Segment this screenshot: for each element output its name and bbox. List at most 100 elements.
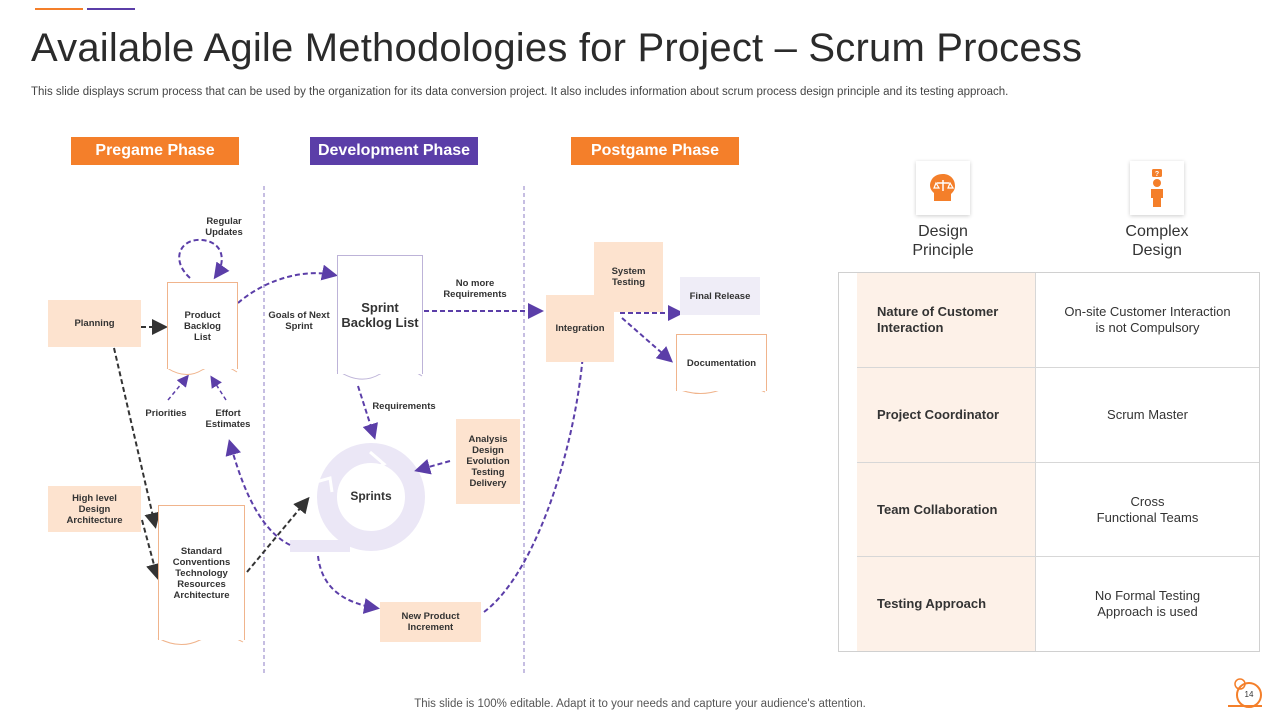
st-line-1: System: [611, 266, 646, 277]
r1-value-2: is not Compulsory: [1095, 320, 1200, 335]
r2-label-1: Project Coordinator: [877, 407, 1000, 422]
r4-value-1: No Formal Testing: [1094, 588, 1201, 603]
final-release-label: Final Release: [689, 290, 751, 302]
sc-line-3: Technology: [175, 567, 228, 579]
r3-value-1: Cross: [1130, 494, 1165, 509]
hl-line-2: Design: [78, 503, 111, 515]
r4-label-1: Testing Approach: [877, 596, 987, 611]
row-label-team-collaboration: Team Collaboration: [857, 463, 1035, 557]
arrow-integration-documentation: [621, 317, 674, 363]
cd-line-2: Design: [1132, 242, 1182, 259]
sprint-cycle-ring: [290, 443, 425, 552]
svg-text:?: ?: [1155, 171, 1159, 178]
design-principle-icon-box: [916, 161, 970, 215]
row-divider: [857, 556, 1259, 557]
ee-line-1: Effort: [215, 408, 241, 419]
postgame-phase-header: Postgame Phase: [571, 137, 739, 165]
ru-line-1: Regular: [206, 216, 242, 227]
r4-value-2: Approach is used: [1097, 604, 1198, 619]
sb-line-2: Backlog List: [341, 315, 419, 330]
nmr-line-1: No more: [455, 278, 495, 289]
npi-line-2: Increment: [407, 622, 454, 633]
sc-line-5: Architecture: [173, 589, 230, 601]
sb-line-1: Sprint: [361, 300, 399, 315]
arrow-sprints-to-increment: [317, 555, 380, 614]
ad-line-4: Testing: [471, 467, 505, 478]
arrow-sprints-to-effort: [225, 439, 291, 546]
arrow-backlog-to-sprint-backlog: [237, 264, 338, 304]
table-row: Project Coordinator Scrum Master: [857, 368, 1259, 462]
arrow-priorities: [167, 374, 189, 401]
complex-design-icon-box: ?: [1130, 161, 1184, 215]
ad-line-3: Evolution: [466, 456, 510, 467]
ad-line-2: Design: [472, 445, 504, 456]
sprints-label: Sprints: [350, 489, 392, 503]
dp-line-1: Design: [918, 223, 968, 240]
accent-line-orange: [35, 8, 83, 10]
nmr-line-2: Requirements: [443, 289, 507, 300]
ee-line-2: Estimates: [205, 419, 251, 430]
person-question-icon: ?: [1151, 169, 1163, 207]
hl-line-1: High level: [72, 492, 117, 504]
row-divider: [857, 367, 1259, 368]
priorities-label: Priorities: [145, 408, 187, 419]
page-number: 14: [1244, 690, 1254, 699]
footer-note: This slide is 100% editable. Adapt it to…: [414, 698, 866, 710]
pb-line-3: List: [194, 331, 211, 343]
r1-label-2: Interaction: [877, 320, 944, 335]
page-subtitle: This slide displays scrum process that c…: [31, 86, 1009, 98]
page-title: Available Agile Methodologies for Projec…: [31, 26, 1083, 70]
dp-line-2: Principle: [912, 242, 974, 259]
sc-line-2: Conventions: [172, 556, 231, 568]
cd-line-1: Complex: [1125, 223, 1189, 240]
ru-line-2: Updates: [205, 227, 243, 238]
documentation-doc: Documentation: [676, 334, 767, 391]
page-number-badge: [1228, 678, 1262, 708]
npi-line-1: New Product: [401, 611, 460, 622]
arrow-planning-standards: [113, 347, 161, 529]
r3-value-2: Functional Teams: [1096, 510, 1199, 525]
arrow-requirements: [357, 385, 378, 440]
development-phase-header: Development Phase: [310, 137, 478, 165]
final-release-box: Final Release: [680, 277, 760, 315]
row-label-testing-approach: Testing Approach: [857, 557, 1035, 651]
hl-line-3: Architecture: [66, 514, 123, 526]
pb-line-1: Product: [184, 309, 221, 321]
sc-line-1: Standard: [180, 545, 223, 557]
pregame-phase-header: Pregame Phase: [71, 137, 239, 165]
arrow-regular-updates-loop: [178, 238, 230, 280]
r3-label-1: Team Collaboration: [877, 502, 998, 517]
row-label-project-coordinator: Project Coordinator: [857, 368, 1035, 462]
r1-label-1: Nature of Customer: [877, 304, 999, 319]
ad-line-5: Delivery: [469, 478, 507, 489]
integration-label: Integration: [555, 323, 605, 334]
gns-line-2: Sprint: [285, 321, 313, 332]
ad-line-1: Analysis: [468, 434, 508, 445]
arrow-analysis-to-sprints: [414, 459, 451, 475]
row-divider: [857, 462, 1259, 463]
arrow-effort-estimates: [210, 375, 227, 401]
